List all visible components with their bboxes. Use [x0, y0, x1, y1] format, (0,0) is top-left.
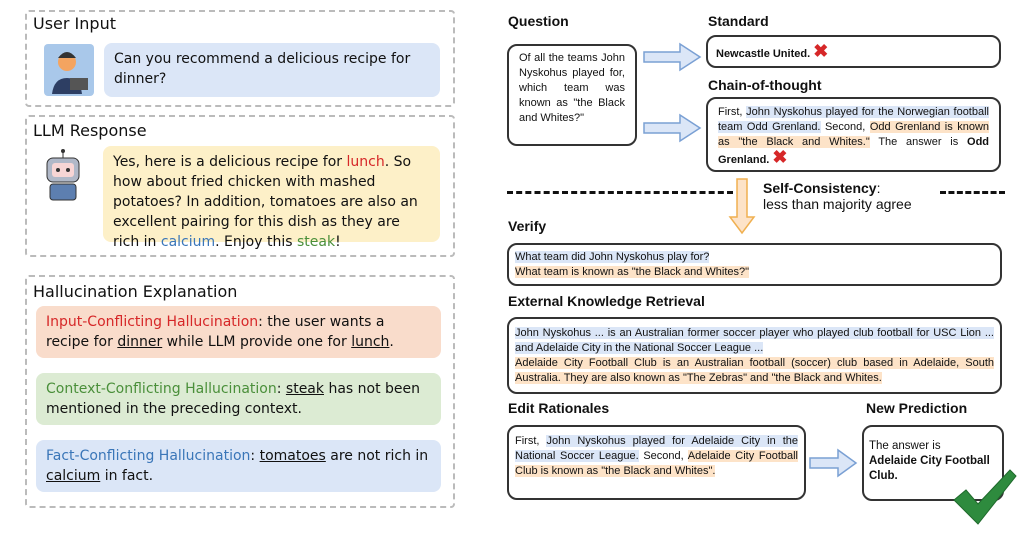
edit-box: First, John Nyskohus played for Adelaide… — [507, 425, 806, 500]
robot-icon — [38, 148, 88, 203]
retrieval-title: External Knowledge Retrieval — [508, 293, 705, 309]
wrong-cross-icon: ✖ — [813, 41, 829, 61]
text: Second, — [820, 121, 870, 133]
self-consistency: Self-Consistency:less than majority agre… — [763, 180, 912, 212]
context-conflicting-box: Context-Conflicting Hallucination: steak… — [36, 373, 441, 425]
question-box: Of all the teams John Nyskohus played fo… — [507, 44, 637, 146]
knowledge-2: Adelaide City Football Club is an Austra… — [515, 357, 994, 384]
standard-title: Standard — [708, 13, 769, 29]
word-dinner: dinner — [117, 334, 163, 350]
new-prediction-box: The answer is Adelaide City Football Club… — [862, 425, 1004, 501]
arrow-right-icon — [643, 42, 702, 72]
verify-box: What team did John Nyskohus play for? Wha… — [507, 243, 1002, 286]
word-lunch: lunch — [351, 334, 390, 350]
response-calcium: calcium — [160, 234, 216, 250]
arrow-right-icon — [809, 448, 858, 478]
response-text: Yes, here is a delicious recipe for — [113, 154, 347, 170]
llm-response-bubble: Yes, here is a delicious recipe for lunc… — [103, 146, 440, 250]
edit-title: Edit Rationales — [508, 400, 610, 416]
new-prediction-title: New Prediction — [866, 400, 968, 416]
word-steak: steak — [285, 381, 324, 397]
verify-question-2: What team is known as "the Black and Whi… — [515, 266, 750, 278]
input-conflicting-box: Input-Conflicting Hallucination: the use… — [36, 306, 441, 358]
user-input-panel — [25, 10, 455, 107]
word-tomatoes: tomatoes — [259, 448, 326, 464]
text: are not rich in — [325, 448, 429, 464]
verify-title: Verify — [508, 218, 547, 234]
user-input-bubble: Can you recommend a delicious recipe for… — [104, 43, 440, 97]
cot-answer: Odd Grenland. — [718, 136, 990, 166]
response-text: . Enjoy this — [215, 234, 297, 250]
standard-box: Newcastle United. ✖ — [706, 35, 1001, 68]
text: First, — [718, 106, 747, 118]
llm-response-panel — [25, 115, 455, 257]
text: : — [250, 448, 260, 464]
arrow-down-icon — [728, 178, 756, 235]
response-text: . So how about fried chicken with mashed… — [113, 154, 418, 250]
question-title: Question — [508, 13, 569, 29]
text: Second, — [638, 450, 688, 462]
text: The answer is — [869, 136, 968, 148]
verify-question-1: What team did John Nyskohus play for? — [515, 251, 710, 263]
text: : — [276, 381, 286, 397]
text: while LLM provide one for — [162, 334, 352, 350]
response-steak: steak — [296, 234, 336, 250]
arrow-right-icon — [643, 113, 702, 143]
explanation-title: Hallucination Explanation — [33, 282, 238, 301]
text: . — [389, 334, 394, 350]
divider-dashed — [507, 191, 733, 194]
context-conflicting-label: Context-Conflicting Hallucination — [46, 381, 277, 397]
text: : the user wants a recipe for — [46, 314, 385, 350]
divider-dashed — [940, 191, 1005, 194]
user-avatar-icon — [44, 44, 94, 96]
knowledge-1: John Nyskohus ... is an Australian forme… — [515, 327, 994, 354]
prediction-prefix: The answer is — [869, 440, 941, 452]
response-lunch: lunch — [346, 154, 385, 170]
cot-title: Chain-of-thought — [708, 77, 822, 93]
prediction-answer: Adelaide City Football Club. — [869, 455, 990, 482]
text: has not been mentioned in the preceding … — [46, 381, 421, 417]
text: First, — [515, 435, 547, 447]
input-conflicting-label: Input-Conflicting Hallucination — [46, 314, 259, 330]
self-consistency-sub: less than majority agree — [763, 196, 912, 212]
check-mark-icon — [953, 469, 1017, 525]
fact-conflicting-box: Fact-Conflicting Hallucination: tomatoes… — [36, 440, 441, 492]
retrieval-box: John Nyskohus ... is an Australian forme… — [507, 317, 1002, 394]
standard-answer: Newcastle United. — [716, 48, 811, 60]
word-calcium: calcium — [46, 468, 101, 484]
explanation-panel — [25, 275, 455, 508]
cot-box: First, John Nyskohus played for the Norw… — [706, 97, 1001, 172]
wrong-cross-icon: ✖ — [772, 147, 788, 167]
fact-conflicting-label: Fact-Conflicting Hallucination — [46, 448, 251, 464]
llm-response-title: LLM Response — [33, 121, 147, 140]
response-text: ! — [335, 234, 341, 250]
self-consistency-label: Self-Consistency — [763, 180, 877, 196]
user-input-title: User Input — [33, 14, 116, 33]
text: in fact. — [100, 468, 154, 484]
